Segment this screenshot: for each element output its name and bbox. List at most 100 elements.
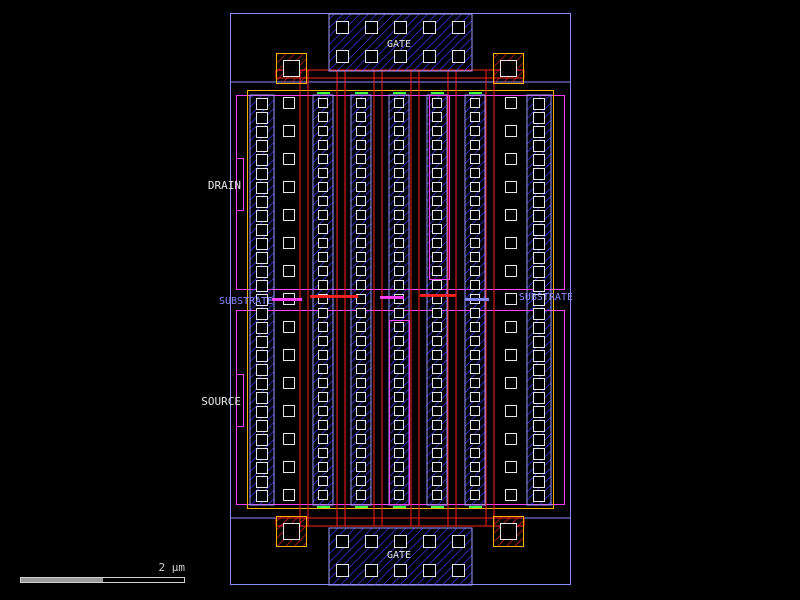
contact (470, 350, 480, 360)
contact (356, 196, 366, 206)
drain-pin-marker[interactable] (236, 158, 244, 211)
contact (432, 434, 442, 444)
contact (336, 50, 349, 63)
svg-text:▬▬▬▬: ▬▬▬▬ (465, 294, 489, 305)
contact (356, 210, 366, 220)
contact (356, 490, 366, 500)
contact (256, 196, 268, 208)
contact (336, 535, 349, 548)
contact (394, 224, 404, 234)
contact (256, 392, 268, 404)
contact (394, 535, 407, 548)
contact (283, 153, 295, 165)
contact (533, 392, 545, 404)
svg-text:▬▬▬▬: ▬▬▬▬ (380, 292, 404, 303)
contact (318, 154, 328, 164)
contact (256, 350, 268, 362)
contact (256, 336, 268, 348)
contact (394, 140, 404, 150)
contact (394, 462, 404, 472)
contact (394, 490, 404, 500)
contact (432, 154, 442, 164)
contact (394, 564, 407, 577)
contact (533, 98, 545, 110)
contact (318, 434, 328, 444)
contact (336, 21, 349, 34)
contact (356, 154, 366, 164)
contact (394, 476, 404, 486)
contact (533, 350, 545, 362)
contact (256, 238, 268, 250)
contact (423, 564, 436, 577)
contact (318, 378, 328, 388)
contact (432, 224, 442, 234)
contact (256, 378, 268, 390)
contact (318, 392, 328, 402)
contact (394, 154, 404, 164)
contact (470, 322, 480, 332)
contact (356, 98, 366, 108)
contact (256, 490, 268, 502)
contact (283, 209, 295, 221)
contact (533, 336, 545, 348)
contact (365, 21, 378, 34)
contact (394, 364, 404, 374)
contact (432, 182, 442, 192)
contact (533, 238, 545, 250)
contact (533, 182, 545, 194)
contact (256, 322, 268, 334)
contact (533, 462, 545, 474)
contact (318, 266, 328, 276)
substrate-label-right: SUBSTRATE (519, 292, 573, 303)
contact (394, 280, 404, 290)
contact (423, 535, 436, 548)
contact (356, 126, 366, 136)
contact (432, 490, 442, 500)
contact (356, 364, 366, 374)
contact (356, 238, 366, 248)
contact (356, 308, 366, 318)
drain-label: DRAIN (208, 179, 241, 192)
contact-array (256, 21, 545, 577)
contact (533, 448, 545, 460)
contact (470, 168, 480, 178)
contact (256, 210, 268, 222)
contact (432, 322, 442, 332)
contact (432, 308, 442, 318)
contact (505, 405, 517, 417)
contact (318, 252, 328, 262)
contact (394, 126, 404, 136)
contact (432, 392, 442, 402)
contact (318, 182, 328, 192)
source-pin-marker[interactable] (236, 374, 244, 427)
contact (452, 50, 465, 63)
contact (505, 349, 517, 361)
contact (432, 98, 442, 108)
contact (533, 154, 545, 166)
contact (356, 336, 366, 346)
contact (394, 420, 404, 430)
contact (505, 321, 517, 333)
contact (394, 266, 404, 276)
contact (470, 462, 480, 472)
contact (318, 196, 328, 206)
contact (394, 112, 404, 122)
contact (256, 434, 268, 446)
contact (533, 224, 545, 236)
contact (470, 182, 480, 192)
contact (394, 448, 404, 458)
contact (283, 181, 295, 193)
contact (505, 209, 517, 221)
contact (283, 321, 295, 333)
contact (256, 252, 268, 264)
svg-text:▬▬▬▬▬▬: ▬▬▬▬▬▬ (420, 290, 456, 301)
contact (533, 406, 545, 418)
contact (470, 196, 480, 206)
contact (533, 140, 545, 152)
contact (423, 21, 436, 34)
contact (256, 168, 268, 180)
contact (283, 237, 295, 249)
contact (283, 265, 295, 277)
contact (432, 336, 442, 346)
